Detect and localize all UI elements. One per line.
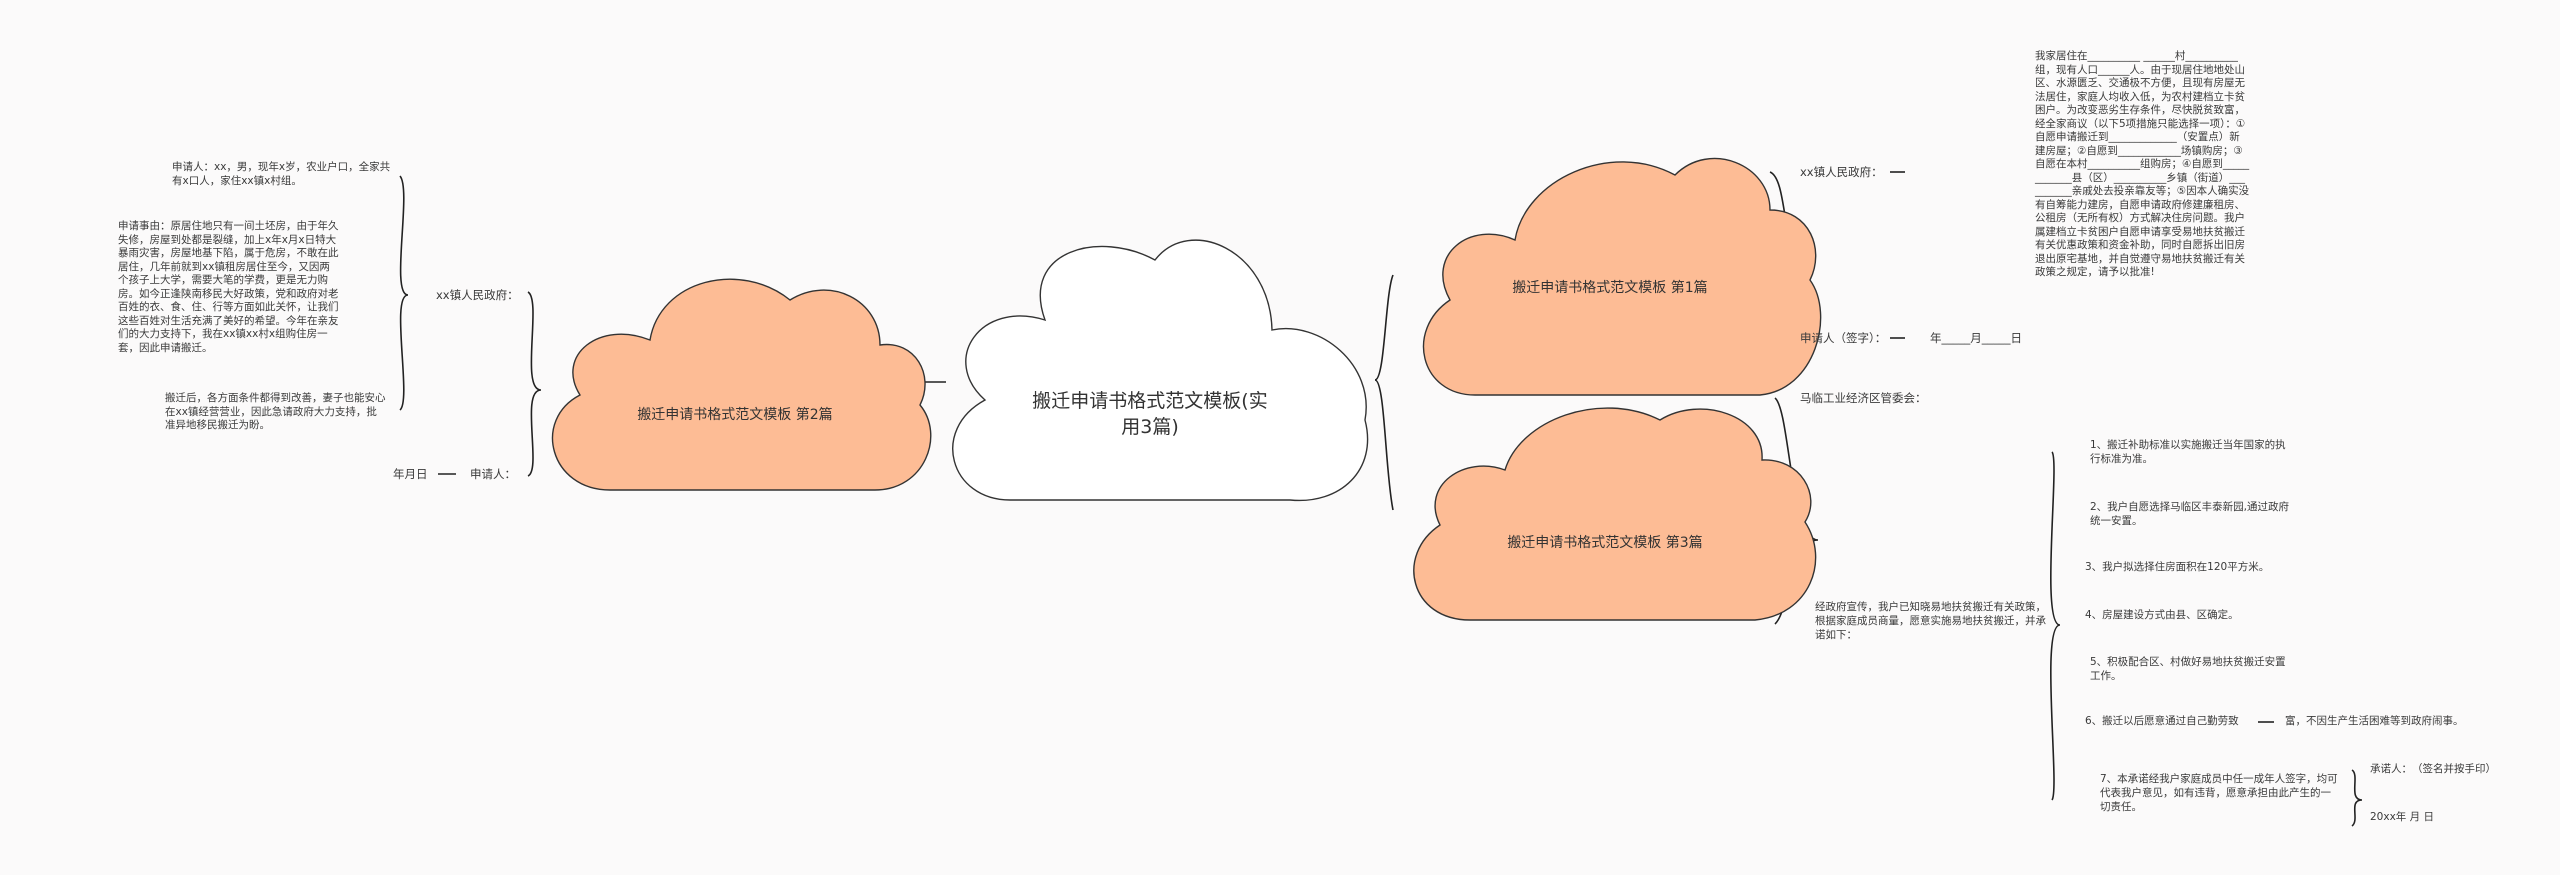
b3-item-6: 6、搬迁以后愿意通过自己勤劳致 xyxy=(2085,715,2239,727)
cloud-b2 xyxy=(552,278,932,491)
bracket-b2-recipient xyxy=(399,175,409,411)
b3-item-6-cont: 富，不因生产生活困难等到政府闹事。 xyxy=(2285,715,2464,727)
b2-reason: 申请事由：原居住地只有一间土坯房，由于年久失修，房屋到处都是裂缝，加上x年x月x… xyxy=(118,220,339,354)
b1-signer: 申请人（签字）： xyxy=(1800,331,1887,345)
center-title[interactable]: 搬迁申请书格式范文模板(实用3篇) xyxy=(1032,390,1268,438)
b3-lead: 经政府宣传，我户已知晓易地扶贫搬迁有关政策，根据家庭成员商量，愿意实施易地扶贫搬… xyxy=(1815,601,2046,641)
b2-date: 年月日 xyxy=(393,467,428,481)
b2-signer: 申请人： xyxy=(470,467,516,481)
cloud-b3 xyxy=(1413,407,1817,621)
b3-title[interactable]: 搬迁申请书格式范文模板 第3篇 xyxy=(1507,535,1703,551)
b3-signer: 承诺人： （签名并按手印） xyxy=(2370,763,2496,775)
b3-date: 20xx年 月 日 xyxy=(2370,811,2434,823)
connector-center-right-b3 xyxy=(1374,379,1394,511)
b2-recipient: xx镇人民政府： xyxy=(436,288,519,302)
bracket-b3-item7 xyxy=(2351,769,2363,827)
b1-title[interactable]: 搬迁申请书格式范文模板 第1篇 xyxy=(1512,280,1708,296)
cloud-center xyxy=(952,239,1369,502)
b2-intro: 申请人：xx，男，现年x岁，农业户口，全家共有x口人，家住xx镇x村组。 xyxy=(172,161,391,187)
b3-item-3: 3、我户拟选择住房面积在120平方米。 xyxy=(2085,561,2270,573)
b1-body: 我家居住在__________ ______村__________组，现有人口_… xyxy=(2035,50,2250,278)
cloud-b1 xyxy=(1422,157,1822,396)
connector-center-right xyxy=(1374,274,1394,381)
b3-item-1: 1、搬迁补助标准以实施搬迁当年国家的执行标准为准。 xyxy=(2090,439,2286,465)
b1-recipient: xx镇人民政府： xyxy=(1800,165,1883,179)
b3-item-2: 2、我户自愿选择马临区丰泰新园,通过政府统一安置。 xyxy=(2090,501,2290,527)
b3-item-4: 4、房屋建设方式由县、区确定。 xyxy=(2085,609,2239,621)
b3-item-5: 5、积极配合区、村做好易地扶贫搬迁安置工作。 xyxy=(2090,656,2286,682)
b3-recipient: 马临工业经济区管委会： xyxy=(1800,391,1927,405)
b2-after: 搬迁后，各方面条件都得到改善，妻子也能安心在xx镇经营营业，因此急请政府大力支持… xyxy=(165,392,386,431)
b2-title[interactable]: 搬迁申请书格式范文模板 第2篇 xyxy=(637,407,833,423)
b1-date: 年_____月_____日 xyxy=(1930,331,2022,345)
bracket-b3-items xyxy=(2050,451,2061,801)
bracket-b2 xyxy=(527,291,542,477)
b3-item-7: 7、本承诺经我户家庭成员中任一成年人签字，均可代表我户意见，如有违背，愿意承担由… xyxy=(2100,773,2338,813)
